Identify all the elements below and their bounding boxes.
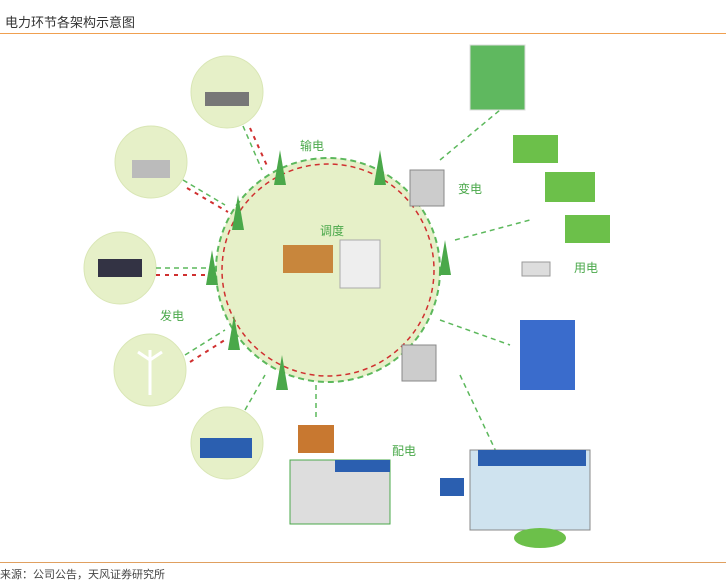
house-icon-1 (513, 135, 558, 163)
figure-title: 电力环节各架构示意图 (5, 16, 136, 31)
battery-storage-icon (298, 425, 334, 453)
source-note: 资料来源：公司公告，天风证券研究所 (0, 568, 165, 581)
router-icon (521, 261, 551, 277)
office-building-icon (469, 44, 526, 111)
label-consumption: 用电 (574, 261, 598, 275)
label-substation: 变电 (458, 181, 482, 196)
label-generation: 发电 (160, 308, 184, 323)
dispatch-operator-icon (283, 245, 333, 273)
electric-car-icon (514, 528, 566, 548)
apartment-building-icon (520, 320, 575, 390)
grid-ring-inner (221, 163, 435, 377)
substation-icon (409, 169, 445, 207)
power-flow-lines (156, 109, 531, 461)
transmission-towers (206, 150, 451, 390)
footer-divider (0, 562, 726, 563)
house-icon-2 (545, 172, 595, 202)
label-dispatch: 调度 (320, 223, 344, 238)
hydro-dam-icon (98, 259, 142, 277)
thermal-plant-icon (205, 92, 249, 106)
power-grid-diagram: 输电 变电 调度 用电 发电 配电 (83, 44, 610, 548)
nuclear-plant-icon (132, 160, 170, 178)
charging-roof-solar (478, 450, 586, 466)
label-transmission: 输电 (300, 138, 324, 153)
solar-panel-icon (200, 438, 252, 458)
wind-turbine-icon (137, 350, 163, 395)
factory-roof-solar (335, 460, 390, 472)
house-icon-3 (565, 215, 610, 243)
title-divider (0, 33, 726, 34)
meter-box-icon (440, 478, 464, 496)
distribution-substation-icon (401, 344, 437, 382)
label-distribution: 配电 (392, 444, 416, 458)
dispatch-server-icon (339, 239, 381, 289)
